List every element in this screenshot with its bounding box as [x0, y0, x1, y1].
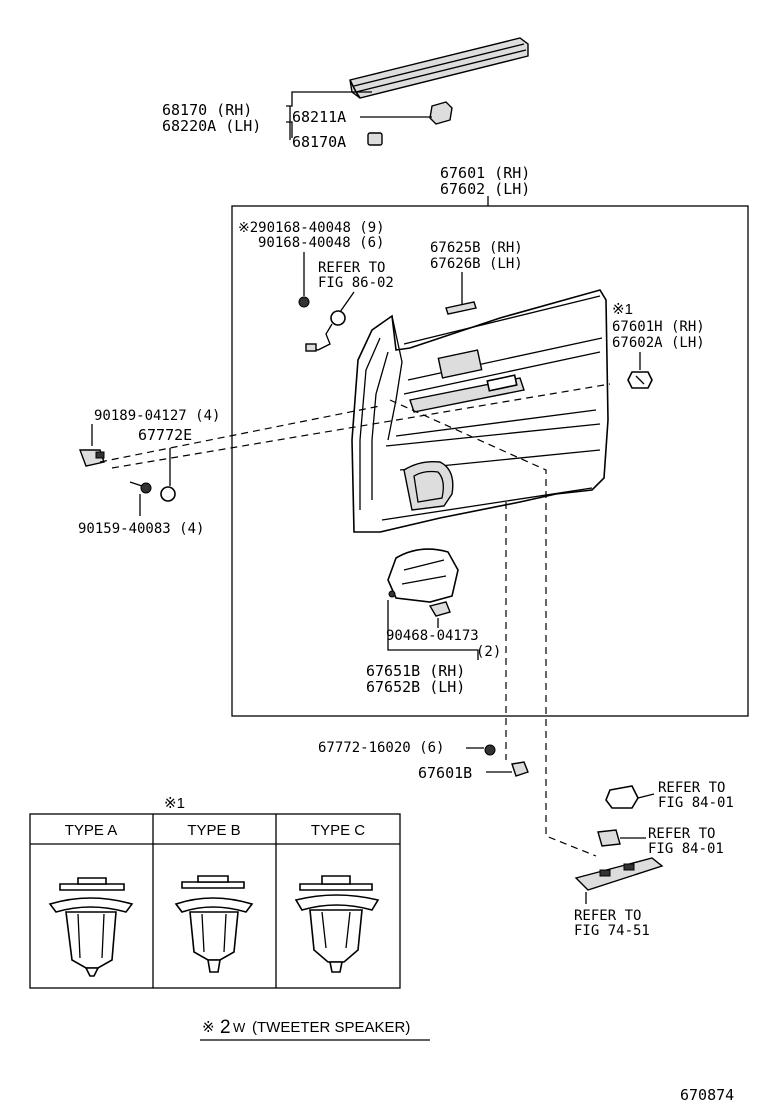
- door-trim-panel: [351, 289, 609, 533]
- small-clip: [428, 601, 451, 617]
- belt-moulding: [349, 37, 529, 99]
- footnote-text: (TWEETER SPEAKER): [252, 1019, 410, 1036]
- diagram-id: 670874: [680, 1086, 734, 1104]
- label-67651b: 67651B (RH): [366, 662, 465, 680]
- tweeter-speaker: [305, 310, 346, 352]
- label-refer-84-a1: REFER TO: [658, 780, 725, 796]
- clip-type-c-icon: [294, 875, 380, 973]
- label-refer-74-a: REFER TO: [574, 908, 641, 924]
- trim-bracket: [445, 301, 477, 315]
- label-67772: 67772-16020 (6): [318, 740, 444, 756]
- label-67601b: 67601B: [418, 764, 472, 782]
- alignment-line: [389, 399, 597, 857]
- clip-nut-icon: [78, 449, 105, 467]
- label-67601h: 67601H (RH): [612, 319, 705, 335]
- trim-clip-icon: [627, 371, 653, 389]
- switch-base-panel: [574, 857, 664, 891]
- label-refer-84-b2: FIG 84-01: [648, 841, 724, 857]
- footnote-number: 2: [220, 1017, 231, 1038]
- clip-type-a-icon: [48, 877, 134, 977]
- switch-icon: [597, 829, 621, 847]
- label-refer-86-b: FIG 86-02: [318, 275, 394, 291]
- pull-handle-icon: [511, 761, 529, 777]
- bolt-icon: [140, 482, 152, 494]
- type-table-title: ※1: [164, 795, 185, 812]
- label-68220a: 68220A (LH): [162, 117, 261, 135]
- label-67625b: 67625B (RH): [430, 240, 523, 256]
- label-68211a: 68211A: [292, 108, 346, 126]
- label-67652b: 67652B (LH): [366, 678, 465, 696]
- footnote: ※ 2 W (TWEETER SPEAKER): [200, 1017, 430, 1041]
- label-67626b: 67626B (LH): [430, 256, 523, 272]
- label-refer-84-b1: REFER TO: [648, 826, 715, 842]
- label-refer-74-b: FIG 74-51: [574, 923, 650, 939]
- label-refer-86-a: REFER TO: [318, 260, 385, 276]
- label-90468-qty: (2): [476, 644, 501, 660]
- label-67602: 67602 (LH): [440, 180, 530, 198]
- screw-icon: [484, 744, 496, 756]
- footnote-suffix: W: [233, 1020, 246, 1035]
- label-90468: 90468-04173: [386, 628, 479, 644]
- type-c-header: TYPE C: [311, 822, 365, 839]
- switch-icon: [605, 785, 639, 809]
- moulding-end-clip: [367, 132, 383, 146]
- label-67601: 67601 (RH): [440, 164, 530, 182]
- label-refer-84-a2: FIG 84-01: [658, 795, 734, 811]
- label-68170: 68170 (RH): [162, 101, 252, 119]
- label-mark-1: ※1: [612, 301, 633, 318]
- type-table: [29, 813, 401, 989]
- alignment-line: [111, 383, 611, 469]
- armrest-cover: [387, 548, 459, 603]
- type-b-header: TYPE B: [187, 822, 240, 839]
- clip-type-b-icon: [174, 875, 254, 973]
- label-67772e: 67772E: [138, 426, 192, 444]
- screw-icon: [298, 296, 310, 308]
- cap-icon: [160, 486, 176, 502]
- label-290168: ※290168-40048 (9): [238, 220, 385, 236]
- label-90159: 90159-40083 (4): [78, 521, 204, 537]
- footnote-mark: ※: [202, 1019, 215, 1036]
- label-90189: 90189-04127 (4): [94, 408, 220, 424]
- door-trim-frame: [231, 205, 749, 717]
- label-68170a: 68170A: [292, 133, 346, 151]
- label-67602a: 67602A (LH): [612, 335, 705, 351]
- label-90168: 90168-40048 (6): [258, 235, 384, 251]
- type-a-header: TYPE A: [65, 822, 118, 839]
- moulding-clip: [429, 101, 453, 125]
